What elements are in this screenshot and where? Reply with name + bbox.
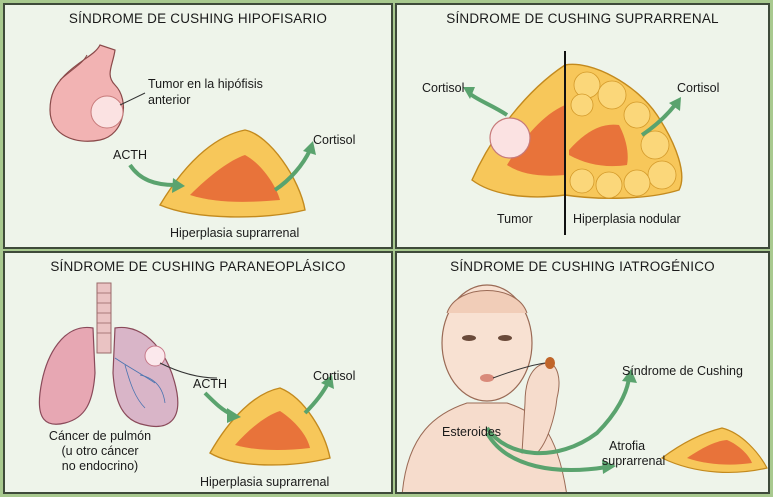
acth-label: ACTH — [113, 148, 147, 163]
panel-pituitary: SÍNDROME DE CUSHING HIPOFISARIO Tumor en… — [3, 3, 393, 249]
adrenal-hyperplasia-label: Hiperplasia suprarrenal — [170, 226, 299, 241]
cancer-label-line3: no endocrino) — [35, 459, 165, 474]
cancer-label-line2: (u otro cáncer — [35, 444, 165, 459]
tumor-label: Tumor — [497, 212, 533, 227]
steroids-label: Esteroides — [442, 425, 501, 440]
atrophy-label-line2: suprarrenal — [602, 454, 665, 469]
atrophy-label-line1: Atrofia — [609, 439, 645, 454]
acth-label: ACTH — [193, 377, 227, 392]
panel-iatrogenic: SÍNDROME DE CUSHING IATROGÉNICO Síndrom — [395, 251, 770, 494]
nodular-hyperplasia-label: Hiperplasia nodular — [573, 212, 681, 227]
tumor-label-line2: anterior — [148, 93, 190, 108]
tumor-label-line1: Tumor en la hipófisis — [148, 77, 263, 92]
cortisol-right-label: Cortisol — [677, 81, 719, 96]
cortisol-label: Cortisol — [313, 133, 355, 148]
panel-adrenal: SÍNDROME DE CUSHING SUPRARRENAL Cortisol… — [395, 3, 770, 249]
adrenal-hyperplasia-label: Hiperplasia suprarrenal — [200, 475, 329, 490]
pituitary-illustration — [5, 5, 393, 249]
cancer-label-line1: Cáncer de pulmón — [35, 429, 165, 444]
cortisol-left-label: Cortisol — [422, 81, 464, 96]
cushing-syndrome-label: Síndrome de Cushing — [622, 364, 743, 379]
cortisol-label: Cortisol — [313, 369, 355, 384]
panel-paraneoplastic: SÍNDROME DE CUSHING PARANEOPLÁSICO — [3, 251, 393, 494]
